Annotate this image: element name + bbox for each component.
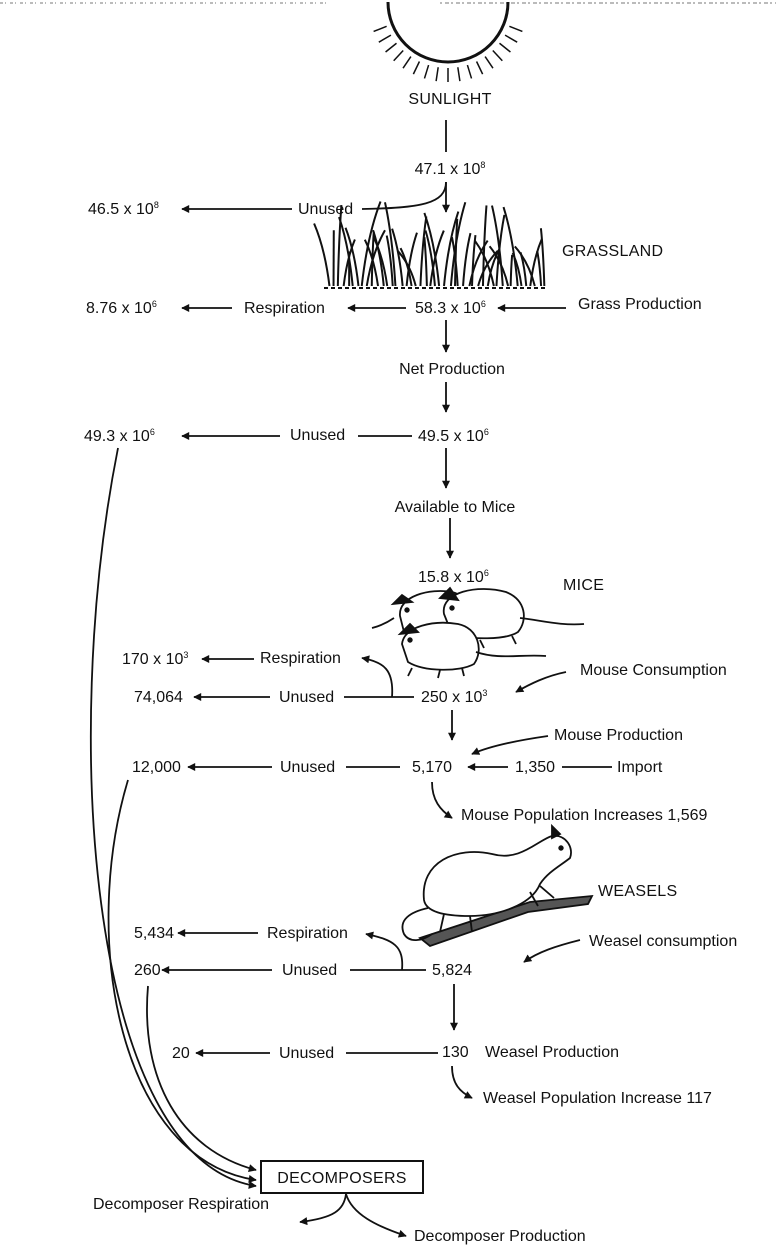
available-to-mice-label: Available to Mice — [395, 500, 516, 516]
weasel-respiration-label: Respiration — [267, 926, 348, 942]
sun-ray — [436, 67, 438, 81]
sun-ray — [413, 61, 419, 74]
mice-respiration-value: 170 x 103 — [122, 652, 188, 668]
mice-available-value: 15.8 x 106 — [418, 570, 489, 586]
mouse-consumption-label: Mouse Consumption — [580, 663, 727, 679]
grass-unused-value: 49.3 x 106 — [84, 429, 155, 445]
weasels-label: WEASELS — [598, 884, 677, 900]
sun-ray — [374, 26, 387, 31]
grass-blade — [483, 205, 486, 286]
mice-icon — [372, 588, 584, 678]
grass-blade — [511, 255, 512, 286]
sunlight-label: SUNLIGHT — [408, 92, 491, 108]
mice-unused2-value: 12,000 — [132, 760, 181, 776]
grass-blade — [385, 202, 395, 286]
weasel-production-label: Weasel Production — [485, 1045, 619, 1061]
grass-blade — [407, 233, 417, 286]
sun-ray — [485, 57, 493, 69]
sun-ray — [477, 61, 483, 74]
mice-unused2-label: Unused — [280, 760, 335, 776]
decomposer-curves — [91, 448, 406, 1236]
sun-ray — [493, 50, 503, 60]
sun-icon — [374, 2, 523, 82]
sunlight-unused-value: 46.5 x 108 — [88, 202, 159, 218]
mice-label: MICE — [563, 578, 604, 594]
grass-unused-label: Unused — [290, 428, 345, 444]
sun-ray — [500, 43, 511, 52]
sun-ray — [424, 65, 428, 78]
weasel-consumption-value: 5,824 — [432, 963, 472, 979]
sun-ray — [505, 35, 517, 42]
sunlight-unused-label: Unused — [298, 202, 353, 218]
weasel-production-value: 130 — [442, 1045, 469, 1061]
mouse-import-label: Import — [617, 760, 662, 776]
sun-ray — [394, 50, 404, 60]
grass-respiration-value: 8.76 x 106 — [86, 301, 157, 317]
net-production-label: Net Production — [399, 362, 505, 378]
weasel-unused2-value: 20 — [172, 1046, 190, 1062]
grassland-label: GRASSLAND — [562, 244, 663, 260]
mice-unused-value: 74,064 — [134, 690, 183, 706]
weasel-respiration-value: 5,434 — [134, 926, 174, 942]
sun-ray — [458, 67, 460, 81]
sunlight-input-value: 47.1 x 108 — [415, 162, 486, 178]
weasel-unused-value: 260 — [134, 963, 161, 979]
grass-blade — [424, 237, 426, 286]
weasel-unused-label: Unused — [282, 963, 337, 979]
weasel-population-increase: Weasel Population Increase 117 — [483, 1091, 712, 1107]
grass-blade — [314, 223, 329, 286]
decomposer-production-label: Decomposer Production — [414, 1229, 586, 1245]
mouse-import-value: 1,350 — [515, 760, 555, 776]
grass-blade — [537, 251, 541, 286]
net-production-value: 49.5 x 106 — [418, 429, 489, 445]
sun-ray — [403, 57, 411, 69]
sun-ray — [386, 43, 397, 52]
grass-respiration-label: Respiration — [244, 301, 325, 317]
weasel-unused2-label: Unused — [279, 1046, 334, 1062]
grass-total-value: 58.3 x 106 — [415, 301, 486, 317]
grass-blade — [472, 235, 475, 286]
mouse-consumption-value: 250 x 103 — [421, 690, 487, 706]
mice-unused-label: Unused — [279, 690, 334, 706]
sun-ray — [379, 35, 391, 42]
mouse-population-increase: Mouse Population Increases 1,569 — [461, 808, 707, 824]
mice-respiration-label: Respiration — [260, 651, 341, 667]
weasel-consumption-label: Weasel consumption — [589, 934, 737, 950]
mouse-production-value: 5,170 — [412, 760, 452, 776]
mouse-production-label: Mouse Production — [554, 728, 683, 744]
grass-production-label: Grass Production — [578, 297, 702, 313]
sun-ray — [509, 26, 522, 31]
decomposer-respiration-label: Decomposer Respiration — [93, 1197, 269, 1213]
grass-blade — [463, 233, 470, 286]
weasel-icon — [402, 826, 592, 946]
sun-ray — [467, 65, 471, 78]
decomposers-label: DECOMPOSERS — [277, 1171, 407, 1187]
